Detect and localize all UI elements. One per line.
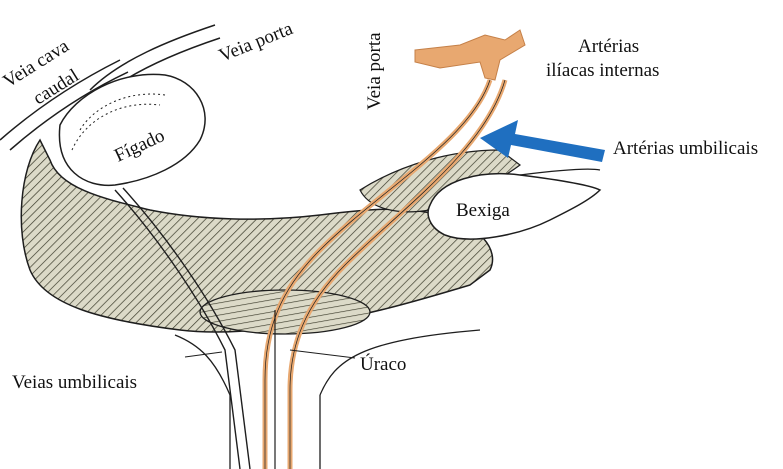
bladder <box>428 174 600 239</box>
label-uraco: Úraco <box>360 353 406 375</box>
label-bexiga: Bexiga <box>456 200 510 221</box>
liver-lobe <box>59 74 205 185</box>
label-iliacas-internas: ilíacas internas <box>546 60 659 81</box>
pointer-uraco <box>290 350 355 358</box>
label-arterias: Artérias <box>578 36 639 57</box>
umbilicus-outline <box>175 330 480 395</box>
label-veia-porta-left: Veia porta <box>216 18 296 67</box>
internal-iliac-branches <box>415 30 525 80</box>
bladder-neck <box>520 169 600 175</box>
label-veia-porta-right: Veia porta <box>364 32 385 110</box>
label-veias-umbilicais: Veias umbilicais <box>12 372 137 393</box>
label-arterias-umbilicais: Artérias umbilicais <box>613 138 758 159</box>
